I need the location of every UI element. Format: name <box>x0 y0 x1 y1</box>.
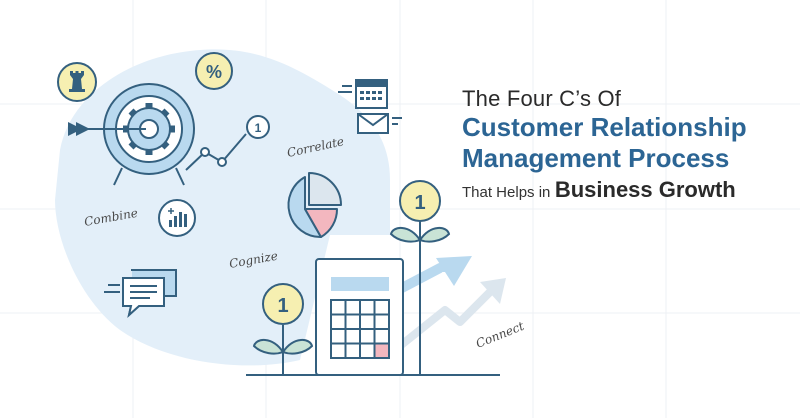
svg-text:1: 1 <box>414 192 425 214</box>
headline-line-1: The Four C’s Of <box>462 86 622 111</box>
headline-line-4: That Helps in Business Growth <box>462 177 792 203</box>
bar-chart-icon <box>158 199 196 237</box>
plant-tall: 1 <box>389 180 451 375</box>
envelope-icon <box>357 113 402 134</box>
plant-small: 1 <box>252 283 314 375</box>
one-badge-small: 1 <box>246 115 270 139</box>
headline-line-2: Customer Relationship <box>462 112 747 142</box>
svg-text:1: 1 <box>255 121 262 135</box>
headline-line-3: Management Process <box>462 143 730 173</box>
chat-icon <box>104 269 177 318</box>
svg-text:1: 1 <box>277 295 288 317</box>
pie-chart-icon <box>287 172 342 239</box>
calculator-icon <box>315 258 404 376</box>
headline-line-4-prefix: That Helps in <box>462 184 551 201</box>
svg-text:%: % <box>206 62 222 82</box>
percent-icon: % <box>195 52 233 90</box>
rook-icon <box>57 62 97 102</box>
target-gear-icon <box>68 83 195 186</box>
headline-line-4-emphasis: Business Growth <box>554 177 736 202</box>
headline: The Four C’s Of Customer Relationship Ma… <box>462 86 792 203</box>
label-connect: Connect <box>474 319 526 351</box>
calendar-icon <box>338 79 388 109</box>
trend-line <box>185 133 247 171</box>
